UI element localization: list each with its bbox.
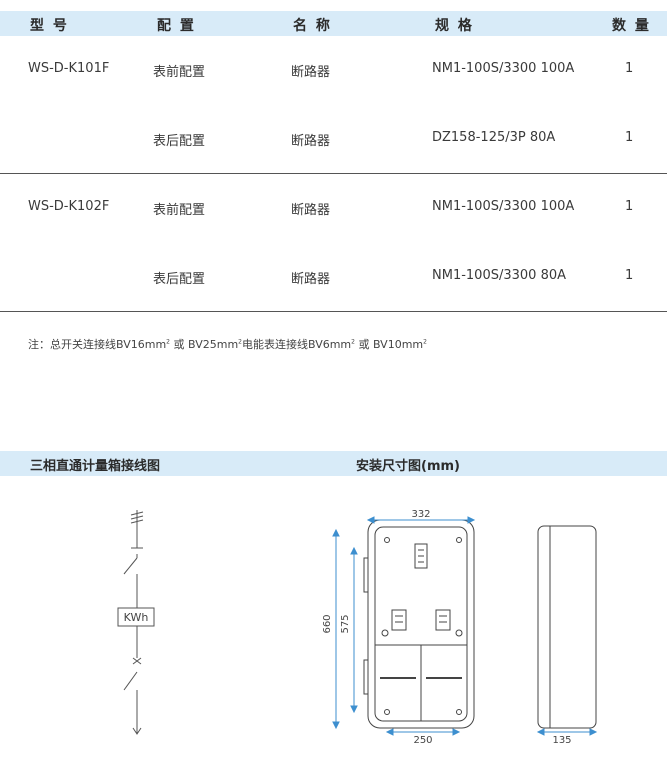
group1-row1-name: 断路器 (291, 65, 331, 80)
dim-width-bottom: 250 (413, 735, 432, 746)
note-text-1: 注：总开关连接线BV16mm (28, 338, 167, 351)
group1-row2-name: 断路器 (291, 134, 331, 149)
note-sup: 2 (166, 338, 170, 346)
group1-row1-qty: 1 (625, 61, 634, 76)
note-text-2: 或 BV25mm (170, 338, 239, 351)
group2-row1-name: 断路器 (291, 203, 331, 218)
section-bar: 三相直通计量箱接线图 安装尺寸图(mm) (0, 451, 667, 476)
dim-width-top: 332 (411, 509, 430, 520)
note-sup: 2 (351, 338, 355, 346)
group2-row2-name: 断路器 (291, 272, 331, 287)
wiring-diagram: KWh (117, 510, 155, 735)
note-sup: 2 (238, 338, 242, 346)
dim-height-inner: 575 (340, 614, 351, 633)
group2-row1-qty: 1 (625, 199, 634, 214)
group1-row2-spec: DZ158-125/3P 80A (432, 130, 556, 145)
group1-row1-spec: NM1-100S/3300 100A (432, 61, 575, 76)
header-spec: 规 格 (435, 18, 474, 34)
group2-row1-spec: NM1-100S/3300 100A (432, 199, 575, 214)
group1-row2-qty: 1 (625, 130, 634, 145)
group1-row1-config: 表前配置 (153, 65, 206, 80)
dim-depth: 135 (552, 735, 571, 746)
note-text-4: 或 BV10mm (354, 338, 424, 351)
group1-model: WS-D-K101F (28, 61, 110, 76)
group2-row2-config: 表后配置 (153, 272, 206, 287)
group-divider (0, 173, 667, 174)
table-header: 型 号 配 置 名 称 规 格 数 量 (0, 11, 667, 36)
header-model: 型 号 (30, 18, 69, 34)
group2-row2-spec: NM1-100S/3300 80A (432, 268, 566, 283)
meter-label: KWh (124, 611, 149, 624)
note-sup: 2 (423, 338, 427, 346)
header-config: 配 置 (157, 18, 196, 34)
group2-model: WS-D-K102F (28, 199, 110, 214)
header-qty: 数 量 (612, 18, 651, 34)
table-bottom-rule (0, 311, 667, 312)
wiring-diagram-title: 三相直通计量箱接线图 (30, 459, 161, 474)
group1-row2-config: 表后配置 (153, 134, 206, 149)
dimension-diagram-title: 安装尺寸图(mm) (356, 459, 460, 474)
dim-height-outer: 660 (322, 614, 333, 633)
group2-row2-qty: 1 (625, 268, 634, 283)
dimension-diagram: 332 660 575 250 135 (322, 509, 598, 746)
note-text-3: 电能表连接线BV6mm (241, 338, 352, 351)
header-name: 名 称 (293, 18, 332, 34)
group2-row1-config: 表前配置 (153, 203, 206, 218)
wiring-note: 注：总开关连接线BV16mm2 或 BV25mm2电能表连接线BV6mm2 或 … (28, 336, 427, 352)
